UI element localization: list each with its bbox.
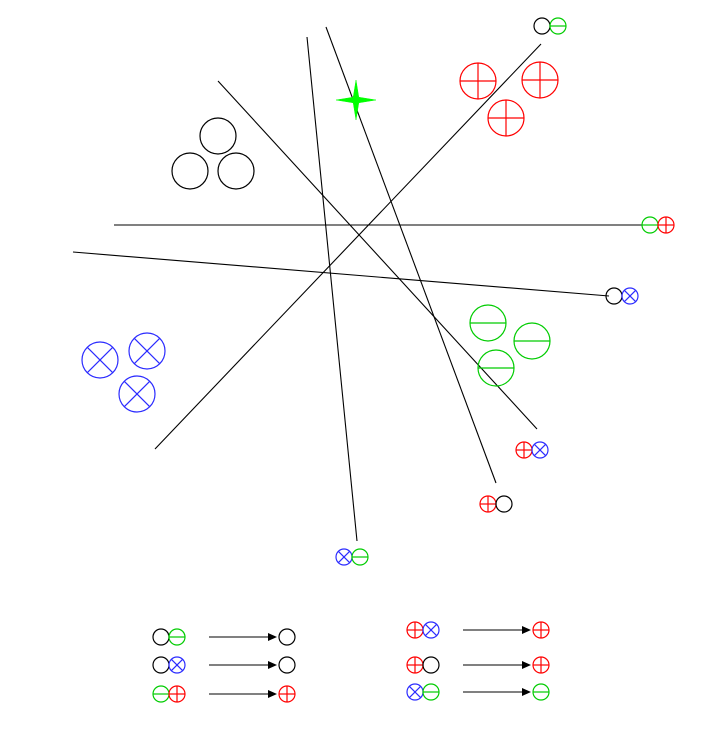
rule-input-symbol	[406, 656, 424, 674]
end-symbol-right	[531, 441, 549, 459]
cross-cluster-symbol	[128, 332, 166, 370]
rule-arrowhead	[268, 690, 277, 698]
rule-6	[406, 683, 550, 701]
rule-input-symbol	[422, 621, 440, 639]
rule-arrowhead	[268, 633, 277, 641]
end-symbol-right	[621, 287, 639, 305]
end-symbol-right	[549, 17, 567, 35]
end-symbol-left	[515, 441, 533, 459]
line-3	[72, 251, 639, 305]
star-marker	[335, 79, 377, 121]
rule-input-symbol	[422, 656, 440, 674]
rule-input-symbol	[406, 621, 424, 639]
rule-1	[152, 628, 296, 646]
line-segment	[72, 251, 610, 297]
rule-output-symbol	[532, 683, 550, 701]
line-6	[306, 36, 369, 566]
minus-cluster-symbol	[513, 322, 551, 360]
rule-arrowhead	[522, 626, 531, 634]
plus-cluster	[459, 61, 559, 137]
plus-cluster-symbol	[521, 61, 559, 99]
minus-cluster-symbol	[477, 349, 515, 387]
line-segment	[154, 43, 542, 450]
rule-input-symbol	[168, 656, 186, 674]
rule-output-symbol	[532, 656, 550, 674]
cross-cluster-symbol	[81, 341, 119, 379]
rule-5	[406, 656, 550, 674]
end-symbol-right	[657, 216, 675, 234]
plus-cluster-symbol	[459, 62, 497, 100]
rule-2	[152, 656, 296, 674]
end-symbol-right	[351, 548, 369, 566]
star-shape	[335, 79, 377, 121]
rule-output-symbol	[532, 621, 550, 639]
line-2	[114, 216, 675, 234]
end-symbol-left	[479, 495, 497, 513]
line-4	[217, 80, 549, 459]
rule-arrowhead	[522, 661, 531, 669]
minus-cluster	[469, 304, 551, 387]
end-symbol-left	[641, 216, 659, 234]
cross-cluster-symbol	[118, 375, 156, 413]
plain-cluster-symbol	[217, 152, 255, 190]
rule-input-symbol	[422, 683, 440, 701]
line-1	[154, 17, 567, 450]
rule-input-symbol	[168, 628, 186, 646]
rule-output-symbol	[278, 628, 296, 646]
plain-cluster	[171, 117, 255, 190]
cluster-layer	[81, 61, 559, 413]
rule-input-symbol	[168, 685, 186, 703]
end-symbol-right	[495, 495, 513, 513]
cross-cluster	[81, 332, 166, 413]
end-symbol-left	[533, 17, 551, 35]
rule-arrowhead	[268, 661, 277, 669]
rule-input-symbol	[152, 656, 170, 674]
plain-cluster-symbol	[199, 117, 237, 155]
legend-layer	[152, 621, 550, 703]
line-segment	[217, 80, 538, 430]
rule-input-symbol	[152, 685, 170, 703]
rule-output-symbol	[278, 656, 296, 674]
plain-cluster-symbol	[171, 152, 209, 190]
rule-arrowhead	[522, 688, 531, 696]
rule-input-symbol	[152, 628, 170, 646]
rule-3	[152, 685, 296, 703]
minus-cluster-symbol	[469, 304, 507, 342]
rule-output-symbol	[278, 685, 296, 703]
line-segment	[325, 26, 497, 484]
rule-4	[406, 621, 550, 639]
end-symbol-left	[335, 548, 353, 566]
line-segment	[306, 36, 358, 542]
rule-input-symbol	[406, 683, 424, 701]
plus-cluster-symbol	[487, 99, 525, 137]
